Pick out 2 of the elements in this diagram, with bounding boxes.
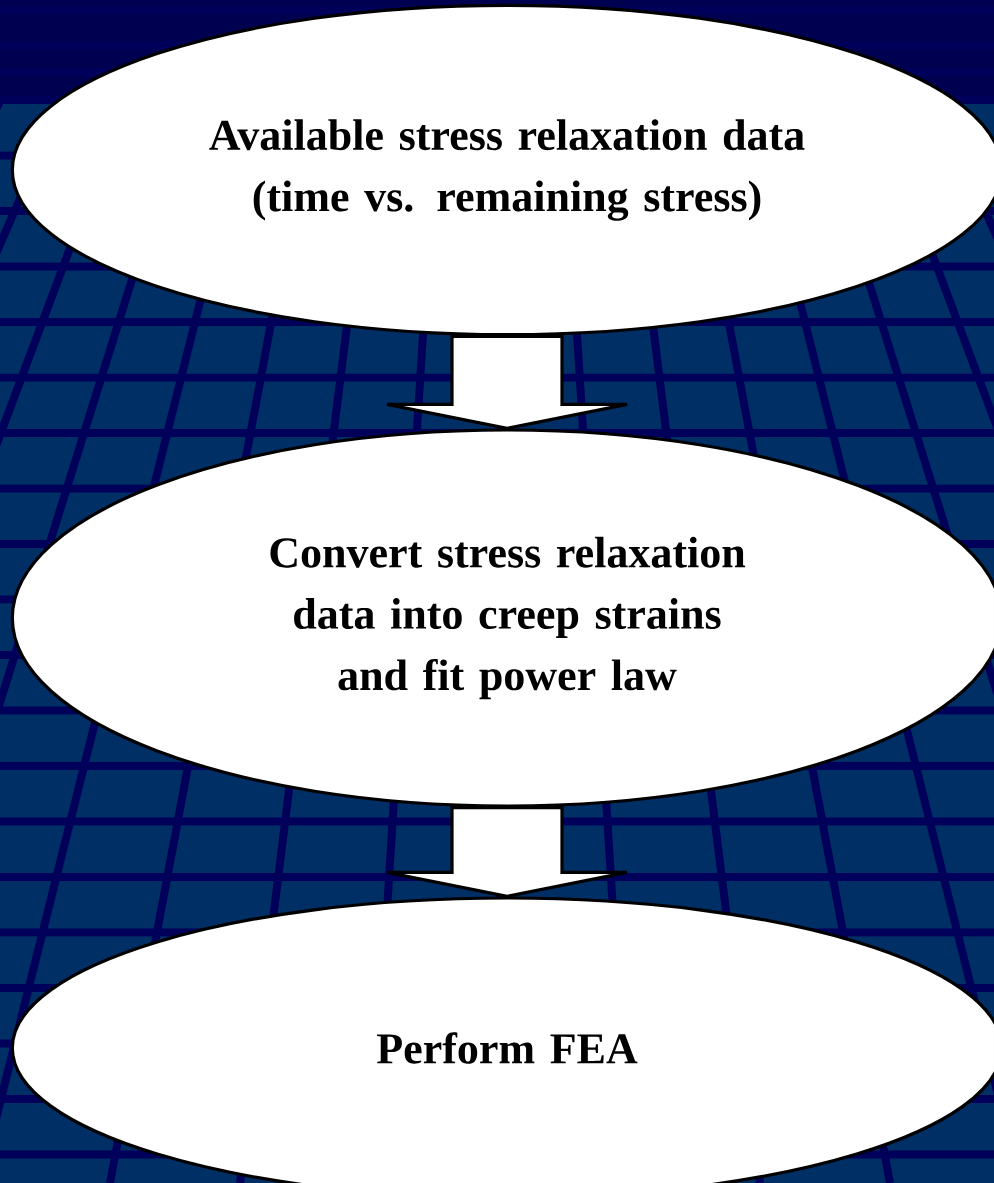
block-arrow	[385, 334, 629, 431]
block-arrow	[385, 806, 629, 899]
